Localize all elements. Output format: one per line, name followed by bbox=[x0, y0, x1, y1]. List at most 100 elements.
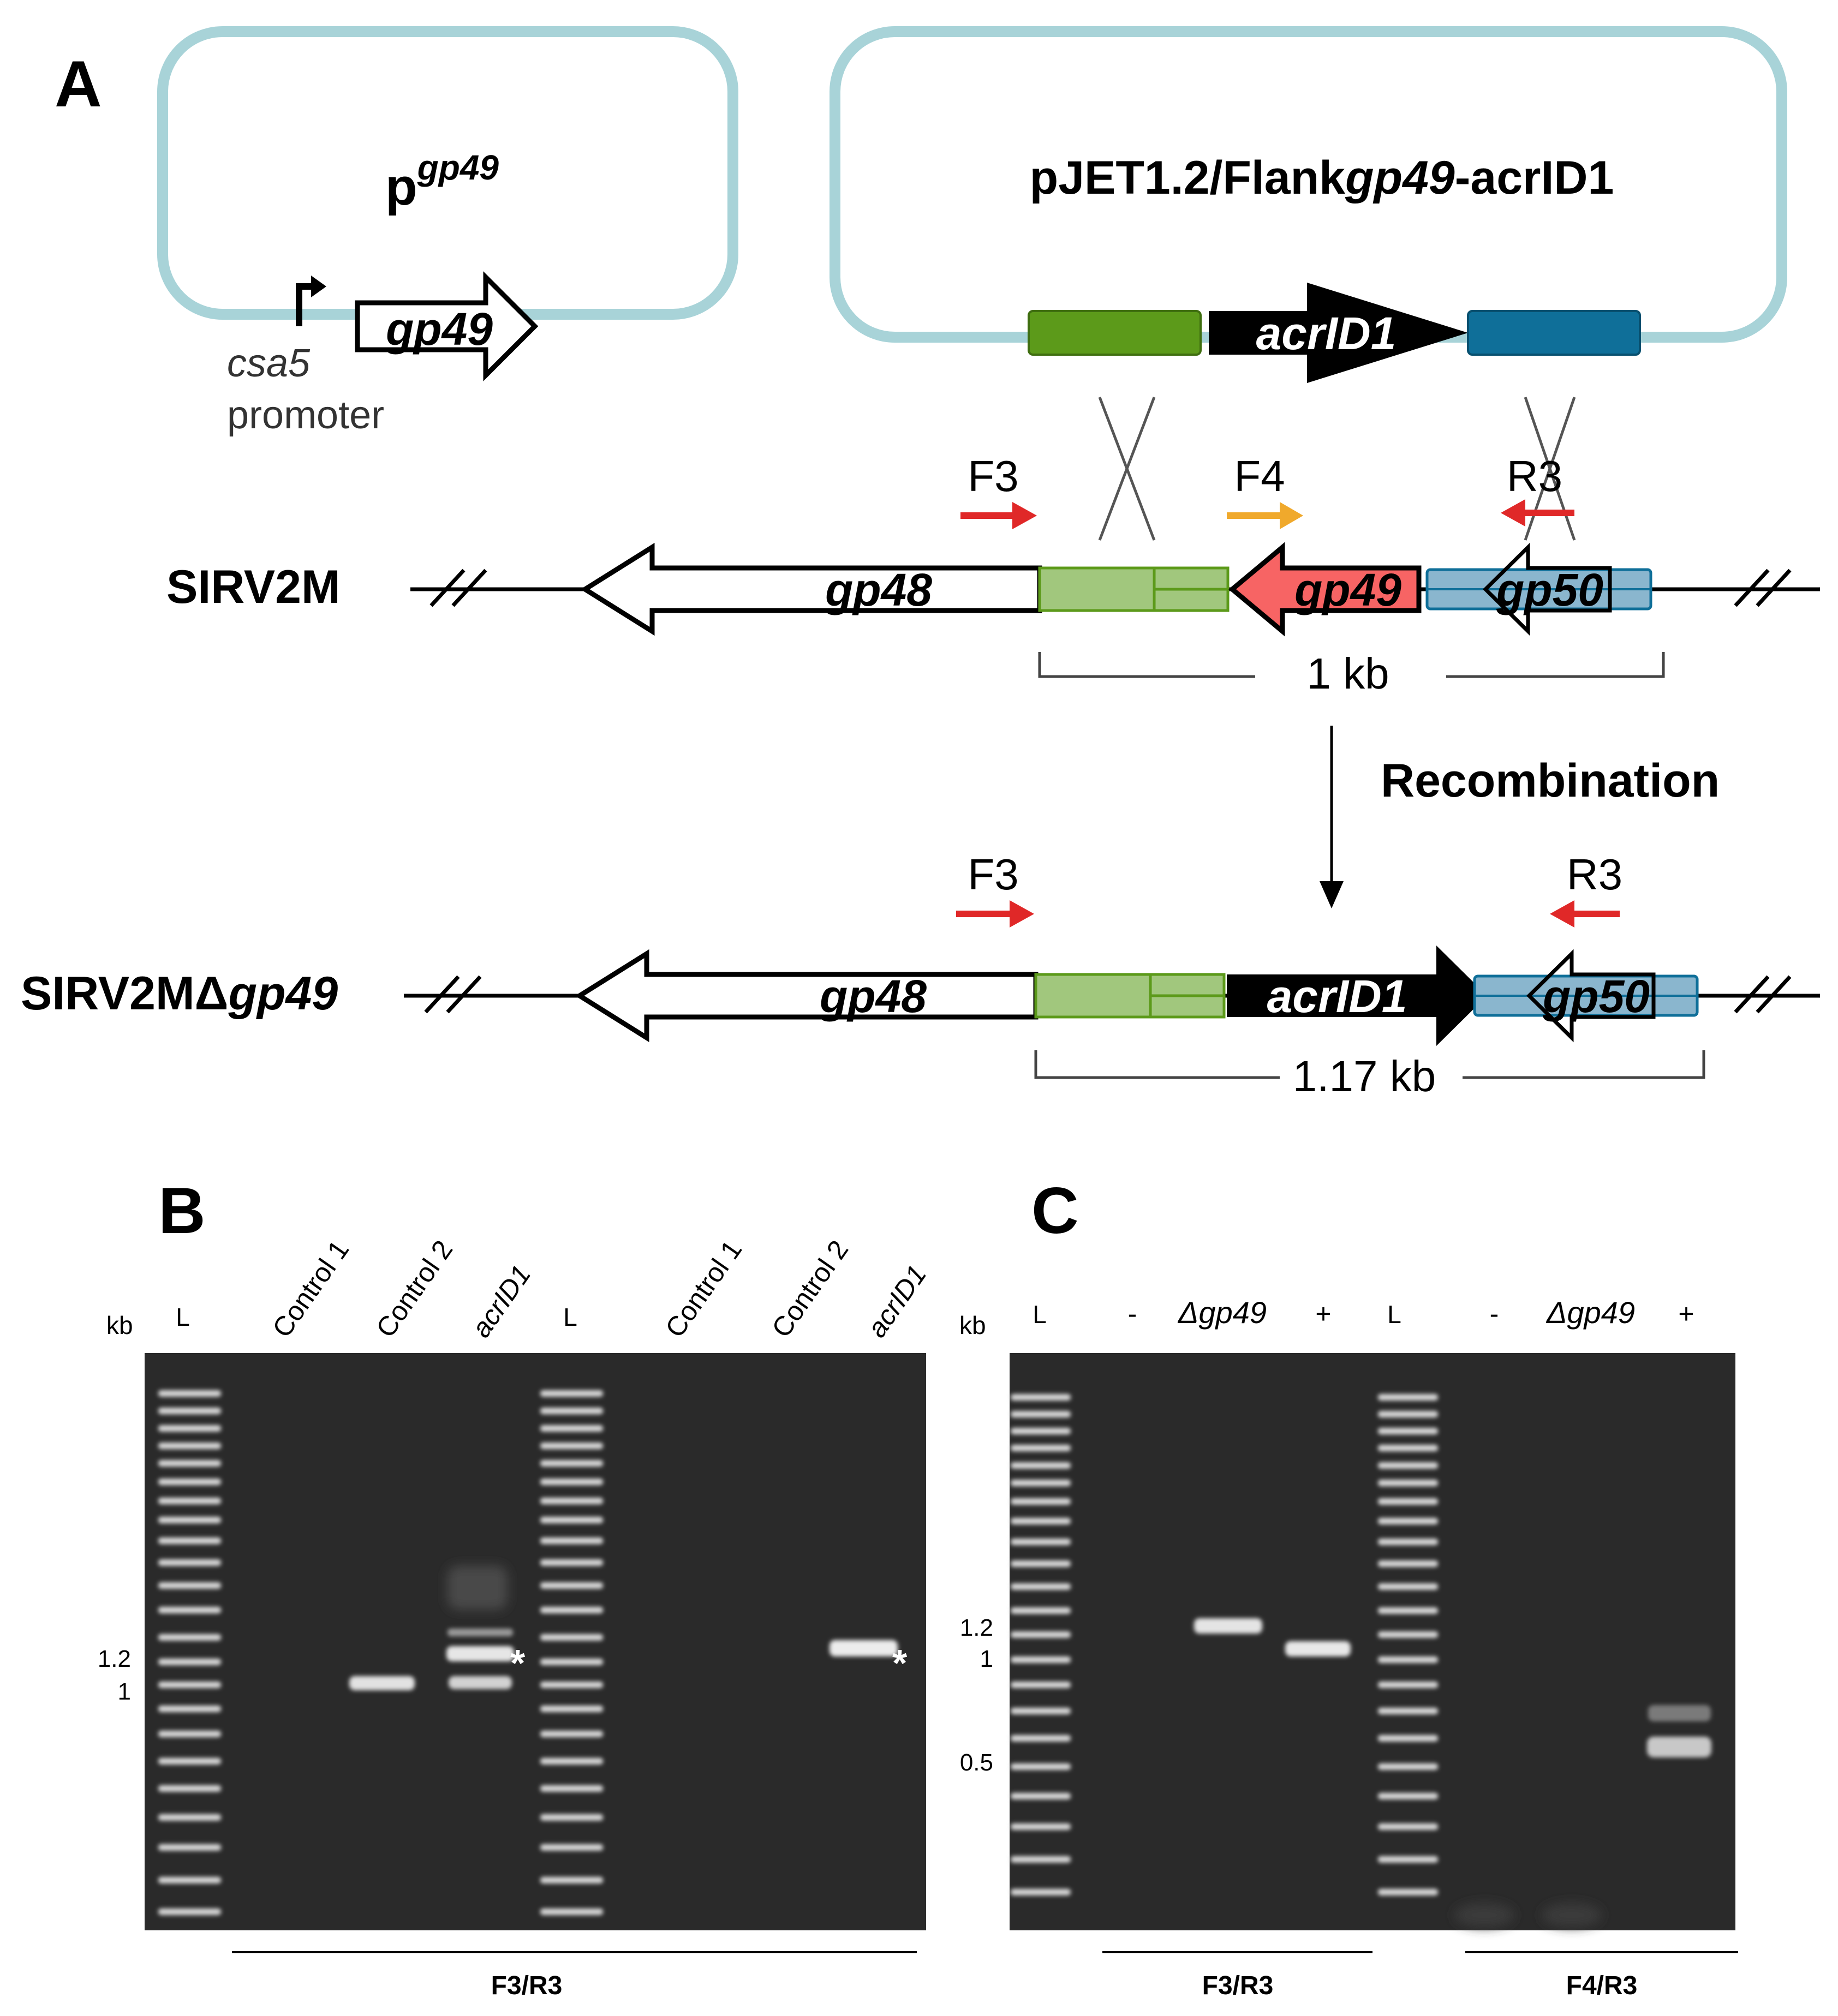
ladder-band bbox=[158, 1582, 221, 1589]
gp50-gene-arrow-1 bbox=[1483, 542, 1612, 636]
ladder-band bbox=[540, 1517, 603, 1523]
ladder-band bbox=[540, 1682, 603, 1688]
ladder-band bbox=[540, 1785, 603, 1792]
ladder-band bbox=[1011, 1793, 1071, 1799]
gel-c-lane-label: + bbox=[1315, 1299, 1331, 1329]
plasmid-pjet-title-ital: gp49 bbox=[1345, 152, 1455, 204]
ladder-band bbox=[540, 1443, 603, 1449]
gp48-label-2: gp48 bbox=[819, 971, 927, 1022]
ladder-band bbox=[1378, 1583, 1438, 1590]
ladder-band bbox=[158, 1425, 221, 1432]
ladder-band bbox=[540, 1559, 603, 1566]
ladder-band bbox=[1378, 1428, 1438, 1434]
ladder-band bbox=[1011, 1411, 1071, 1417]
ladder-band bbox=[158, 1498, 221, 1504]
plasmid-pgp49-superscript: gp49 bbox=[417, 148, 499, 187]
gel-c-well-glow-1 bbox=[1454, 1903, 1514, 1927]
panel-label-c: C bbox=[1031, 1174, 1079, 1247]
gel-b-band-acrid1-2 bbox=[830, 1640, 898, 1656]
ladder-band bbox=[1378, 1498, 1438, 1505]
ladder-band bbox=[158, 1538, 221, 1544]
acrid1-gene-label: acrID1 bbox=[1256, 308, 1397, 359]
gel-b-lane-label: L bbox=[563, 1303, 577, 1331]
gel-b-background bbox=[145, 1353, 926, 1930]
ladder-band bbox=[1011, 1682, 1071, 1688]
plasmid-pjet: pJET1.2/Flankgp49-acrID1 acrID1 bbox=[830, 26, 1787, 383]
gel-c-band-delta-1 bbox=[1194, 1618, 1262, 1634]
ladder-band bbox=[1011, 1856, 1071, 1863]
ladder-band bbox=[1378, 1856, 1438, 1863]
ladder-band bbox=[1011, 1631, 1071, 1638]
gel-b-lane-label: Control 1 bbox=[659, 1235, 748, 1343]
ladder-band bbox=[540, 1408, 603, 1414]
ladder-band bbox=[158, 1909, 221, 1915]
promoter-word: promoter bbox=[227, 393, 384, 437]
acrid1-label-2: acrID1 bbox=[1267, 971, 1407, 1022]
ladder-band bbox=[1011, 1735, 1071, 1742]
primer-r3-label-1: R3 bbox=[1507, 452, 1562, 500]
gel-b-lane-label: Control 2 bbox=[370, 1235, 458, 1343]
plasmid-pgp49-title: pgp49 bbox=[385, 148, 499, 216]
ladder-band bbox=[1011, 1394, 1071, 1401]
ladder-band bbox=[540, 1634, 603, 1641]
ladder-band bbox=[158, 1517, 221, 1523]
gp50-label-2: gp50 bbox=[1542, 971, 1650, 1022]
ladder-band bbox=[540, 1659, 603, 1665]
gel-b-band-acrid1-low bbox=[449, 1676, 512, 1689]
gel-b-ladder-2 bbox=[540, 1390, 603, 1915]
gel-b-band-acrid1-main bbox=[446, 1646, 514, 1661]
gel-b: * * bbox=[145, 1353, 926, 1930]
ladder-band bbox=[1011, 1607, 1071, 1614]
ladder-band bbox=[158, 1785, 221, 1792]
promoter-name: csa5 bbox=[227, 342, 311, 385]
panel-label-b: B bbox=[158, 1174, 206, 1247]
ladder-band bbox=[158, 1634, 221, 1641]
ladder-band bbox=[540, 1498, 603, 1504]
primer-f3-label-1: F3 bbox=[968, 452, 1018, 500]
ladder-band bbox=[158, 1390, 221, 1397]
primer-f4-head bbox=[1280, 502, 1303, 529]
gel-b-primer-label: F3/R3 bbox=[491, 1971, 563, 2000]
gel-c-ladder-1 bbox=[1011, 1394, 1071, 1895]
gel-c-lane-label: Δgp49 bbox=[1177, 1295, 1267, 1330]
gel-c-lane-label: - bbox=[1490, 1299, 1499, 1329]
ladder-band bbox=[540, 1425, 603, 1432]
ladder-band bbox=[1011, 1445, 1071, 1451]
gel-c-band-plus-1 bbox=[1285, 1641, 1351, 1656]
gel-c-primer-label-right: F4/R3 bbox=[1566, 1971, 1638, 2000]
green-flank-1a bbox=[1038, 566, 1156, 612]
gel-c-lane-label: - bbox=[1128, 1299, 1137, 1329]
ladder-band bbox=[1378, 1462, 1438, 1469]
ladder-band bbox=[1011, 1656, 1071, 1663]
gp49-gene-arrow-1 bbox=[1228, 542, 1422, 637]
gel-b-star-1: * bbox=[510, 1642, 526, 1684]
ladder-band bbox=[1011, 1480, 1071, 1486]
ladder-band bbox=[158, 1877, 221, 1883]
gel-c bbox=[1010, 1353, 1735, 1930]
genome-break-right-2 bbox=[1734, 975, 1792, 1014]
ladder-band bbox=[1011, 1462, 1071, 1469]
gel-c-well-glow-2 bbox=[1542, 1903, 1602, 1927]
gp50-label-1: gp50 bbox=[1496, 564, 1603, 615]
gel-c-lane-label: + bbox=[1678, 1299, 1694, 1329]
ladder-band bbox=[1011, 1428, 1071, 1434]
ladder-band bbox=[540, 1460, 603, 1467]
gel-b-ladder-label: L bbox=[176, 1303, 190, 1331]
ladder-band bbox=[1378, 1518, 1438, 1524]
genome-sirv2m-delta: SIRV2MΔgp49 gp48 acrID1 gp50 1.17 kb bbox=[21, 946, 1820, 1100]
gel-b-mark-1-2: 1.2 bbox=[98, 1646, 131, 1672]
genome-break-left-1 bbox=[429, 569, 487, 607]
gp49-gene-arrow bbox=[355, 271, 539, 381]
ladder-band bbox=[540, 1607, 603, 1613]
gel-b-lane-label: acrID1 bbox=[861, 1260, 932, 1343]
primer-f3-head-2 bbox=[1010, 900, 1034, 928]
gp49-gene-label: gp49 bbox=[385, 303, 493, 355]
recombination-label: Recombination bbox=[1381, 755, 1720, 807]
gel-c-background bbox=[1010, 1353, 1735, 1930]
ladder-band bbox=[1011, 1763, 1071, 1770]
gel-b-ladder-1 bbox=[158, 1390, 221, 1915]
ladder-band bbox=[158, 1607, 221, 1613]
genome-delta-label-pre: SIRV2MΔ bbox=[21, 967, 228, 1020]
gel-c-mark-1: 1 bbox=[980, 1646, 993, 1672]
ladder-band bbox=[158, 1731, 221, 1737]
